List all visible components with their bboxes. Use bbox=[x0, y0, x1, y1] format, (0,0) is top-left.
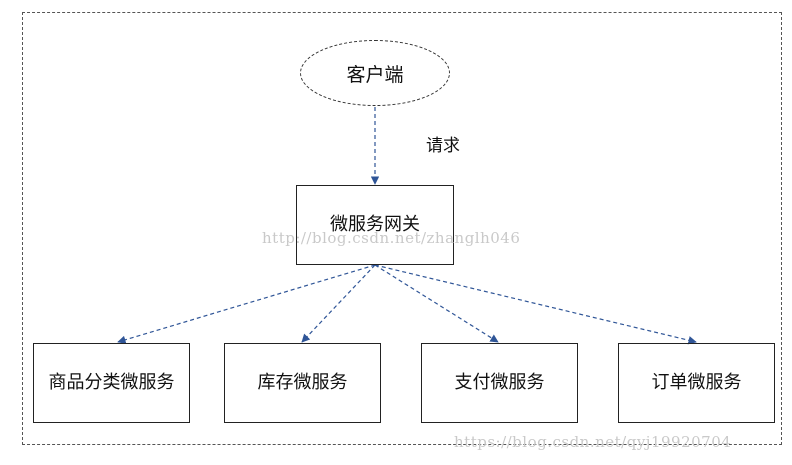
category-service-node: 商品分类微服务 bbox=[33, 343, 190, 423]
arrow-gateway-to-category-service bbox=[117, 264, 376, 344]
payment-service-label: 支付微服务 bbox=[454, 371, 545, 393]
category-service-label: 商品分类微服务 bbox=[48, 371, 175, 393]
inventory-service-label: 库存微服务 bbox=[257, 371, 348, 393]
arrow-gateway-to-inventory-service bbox=[301, 264, 376, 343]
inventory-service-node: 库存微服务 bbox=[224, 343, 381, 423]
watermark-bottom: https://blog.csdn.net/qyj19920704 bbox=[454, 433, 732, 451]
watermark-top: http://blog.csdn.net/zhanglh046 bbox=[262, 229, 521, 247]
request-label: 请求 bbox=[426, 136, 460, 156]
arrow-gateway-to-payment-service bbox=[374, 264, 499, 343]
diagram-frame bbox=[22, 12, 782, 445]
gateway-node: 微服务网关 bbox=[296, 185, 454, 265]
order-service-node: 订单微服务 bbox=[618, 343, 775, 423]
client-label: 客户端 bbox=[346, 63, 404, 86]
payment-service-node: 支付微服务 bbox=[421, 343, 578, 423]
client-node: 客户端 bbox=[300, 40, 450, 106]
gateway-label: 微服务网关 bbox=[330, 213, 420, 235]
arrow-gateway-to-order-service bbox=[374, 264, 697, 345]
order-service-label: 订单微服务 bbox=[651, 371, 742, 393]
